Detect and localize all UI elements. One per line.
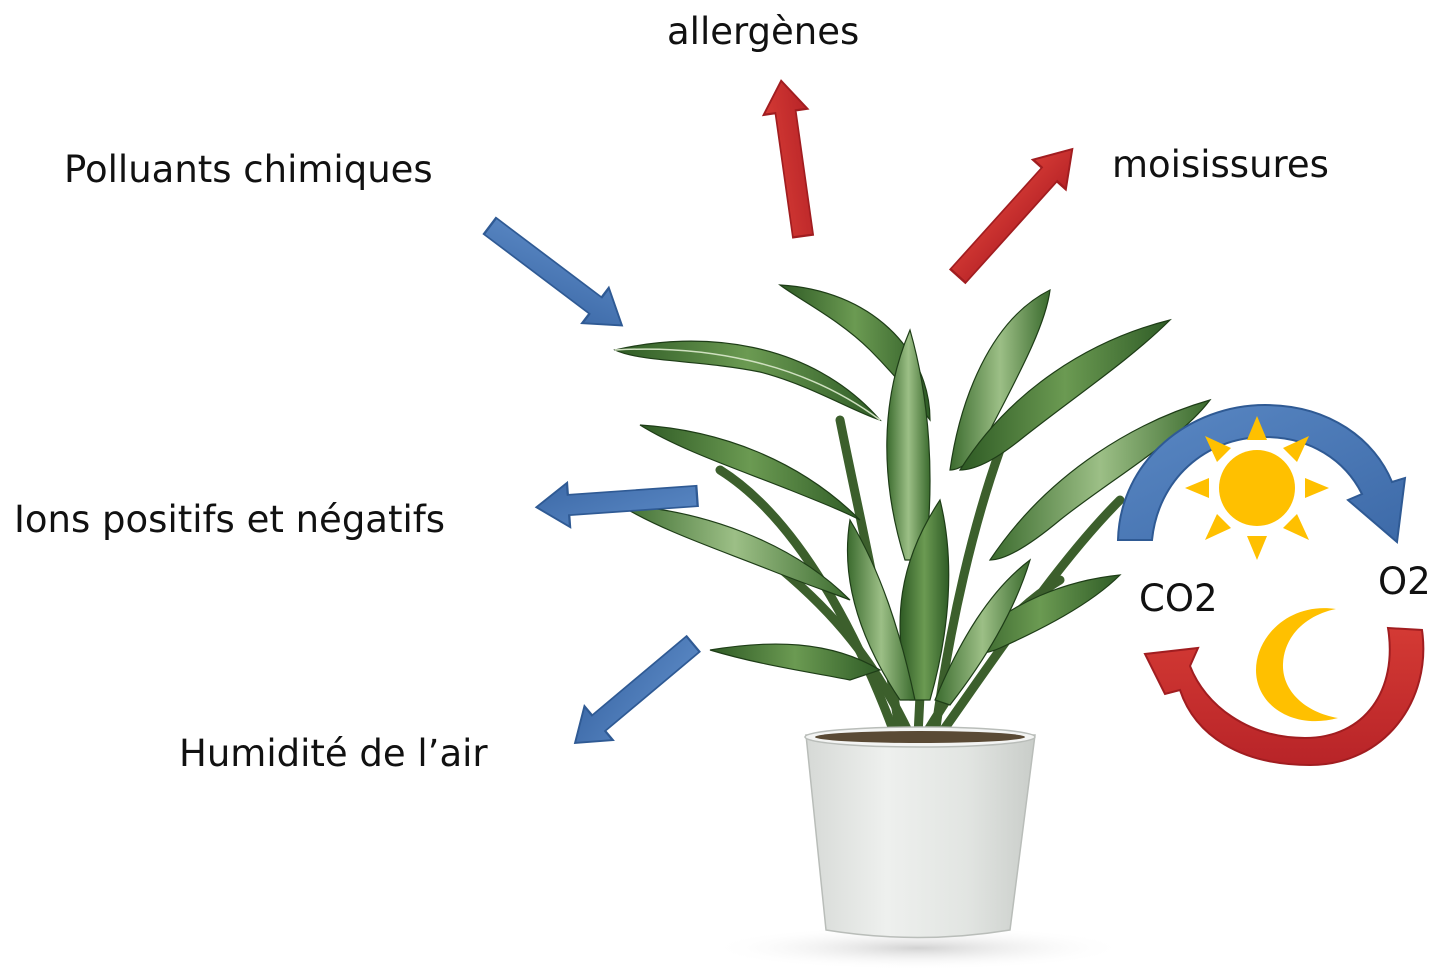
flower-pot (805, 727, 1035, 938)
co2-label: CO2 (1139, 580, 1218, 617)
molds-label: moisissures (1112, 146, 1329, 183)
air-humidity-label: Humidité de l’air (179, 735, 488, 772)
chemical-pollutants-label: Polluants chimiques (64, 151, 433, 188)
o2-label: O2 (1378, 563, 1431, 600)
moon-icon (1256, 608, 1338, 721)
allergens-label: allergènes (667, 13, 859, 50)
chemical-pollutants-arrow (477, 208, 636, 343)
allergens-arrow (759, 78, 825, 239)
molds-arrow (942, 134, 1089, 291)
air-humidity-arrow (561, 627, 707, 760)
plant-leaves (615, 285, 1210, 735)
potted-plant-icon (615, 285, 1210, 970)
ions-label: Ions positifs et négatifs (14, 501, 445, 538)
sun-icon (1185, 416, 1329, 560)
